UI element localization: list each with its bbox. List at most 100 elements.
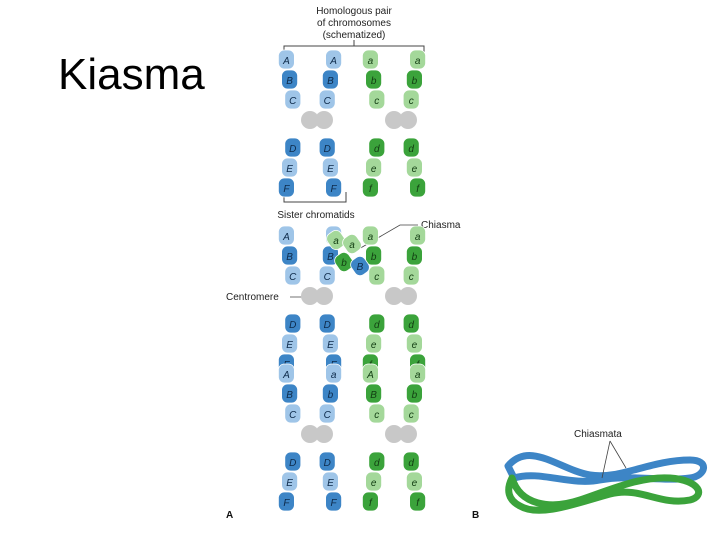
chromatid-segment <box>368 89 386 110</box>
chromatid-segment <box>325 491 343 512</box>
chromatid-segment <box>281 245 299 266</box>
locus-label: d <box>374 458 380 469</box>
chromatid-segment <box>284 89 302 110</box>
centromere <box>301 111 319 129</box>
chromatid-segment <box>318 403 336 424</box>
locus-label: F <box>331 498 338 509</box>
chromatid-segment <box>368 265 386 286</box>
panel-b-label: B <box>472 510 479 521</box>
chromatid-segment <box>365 245 383 266</box>
chromatid-segment <box>321 383 339 404</box>
locus-label: B <box>327 252 334 263</box>
centromere <box>301 425 319 443</box>
centromere <box>399 287 417 305</box>
centromere <box>399 111 417 129</box>
chromatid-segment <box>409 363 427 384</box>
chromatid-segment <box>368 313 386 334</box>
chiasmata-label: Chiasmata <box>574 429 622 440</box>
locus-label: a <box>415 232 421 243</box>
locus-label: e <box>371 478 377 489</box>
locus-label: f <box>369 184 373 195</box>
locus-label: f <box>416 184 420 195</box>
locus-label: E <box>286 478 293 489</box>
sister-chromatids-label: Sister chromatids <box>277 210 354 221</box>
centromere <box>385 425 403 443</box>
locus-label: E <box>327 340 334 351</box>
green-chromosome-strand <box>505 474 703 514</box>
locus-label: c <box>409 410 414 421</box>
chromatid-segment <box>284 265 302 286</box>
locus-label: B <box>327 76 334 87</box>
chromatid-segment <box>409 177 427 198</box>
locus-label: D <box>324 144 331 155</box>
centromere <box>385 111 403 129</box>
locus-label: A <box>366 370 374 381</box>
chromatid-segment <box>368 137 386 158</box>
chromatid-segment <box>361 225 379 246</box>
locus-label: d <box>374 320 380 331</box>
chromatid-segment <box>361 177 379 198</box>
chromatid-segment <box>318 265 336 286</box>
locus-label: c <box>374 96 379 107</box>
locus-label: E <box>327 164 334 175</box>
chromatid-segment <box>281 471 299 492</box>
locus-label: F <box>283 184 290 195</box>
chromatid-segment <box>361 49 379 70</box>
locus-label: A <box>282 370 290 381</box>
locus-label: B <box>357 262 364 273</box>
centromere <box>315 111 333 129</box>
chromatid-segment <box>284 403 302 424</box>
chromatid-segment <box>284 451 302 472</box>
locus-label: a <box>368 232 374 243</box>
chromatid-segment <box>321 471 339 492</box>
chromatid-segment <box>405 333 423 354</box>
chromatid-segment <box>321 69 339 90</box>
homologous-pair-label-line-1: Homologous pair <box>316 6 392 17</box>
chromatid-segment <box>409 491 427 512</box>
chromatid-segment <box>405 69 423 90</box>
chromatid-segment <box>277 49 295 70</box>
locus-label: c <box>374 410 379 421</box>
locus-label: C <box>289 272 297 283</box>
chromatid-segment <box>361 363 379 384</box>
chromatid-segment <box>402 89 420 110</box>
locus-label: e <box>412 164 418 175</box>
chromatid-segment <box>284 313 302 334</box>
locus-label: b <box>371 252 377 263</box>
locus-label: c <box>409 96 414 107</box>
locus-label: C <box>289 410 297 421</box>
chromosome-sets: ABCDEFABCDEFabcdefabcdefABCDEFABCDEFabcd… <box>277 49 427 512</box>
centromere <box>301 287 319 305</box>
chromatid-segment <box>277 363 295 384</box>
chromatid-segment <box>318 89 336 110</box>
chromatid-segment <box>405 157 423 178</box>
chromatid-segment <box>281 69 299 90</box>
chromatid-segment <box>326 229 346 251</box>
chromatid-segment <box>402 451 420 472</box>
locus-label: D <box>324 458 331 469</box>
centromere <box>399 425 417 443</box>
locus-label: E <box>327 478 334 489</box>
locus-label: b <box>341 258 347 269</box>
centromere-label: Centromere <box>226 292 279 303</box>
locus-label: A <box>282 56 290 67</box>
locus-label: b <box>328 390 334 401</box>
locus-label: A <box>329 56 337 67</box>
chromatid-segment <box>325 177 343 198</box>
locus-label: c <box>409 272 414 283</box>
locus-label: d <box>374 144 380 155</box>
chromatid-segment <box>318 451 336 472</box>
locus-label: d <box>408 320 414 331</box>
locus-label: a <box>331 370 337 381</box>
